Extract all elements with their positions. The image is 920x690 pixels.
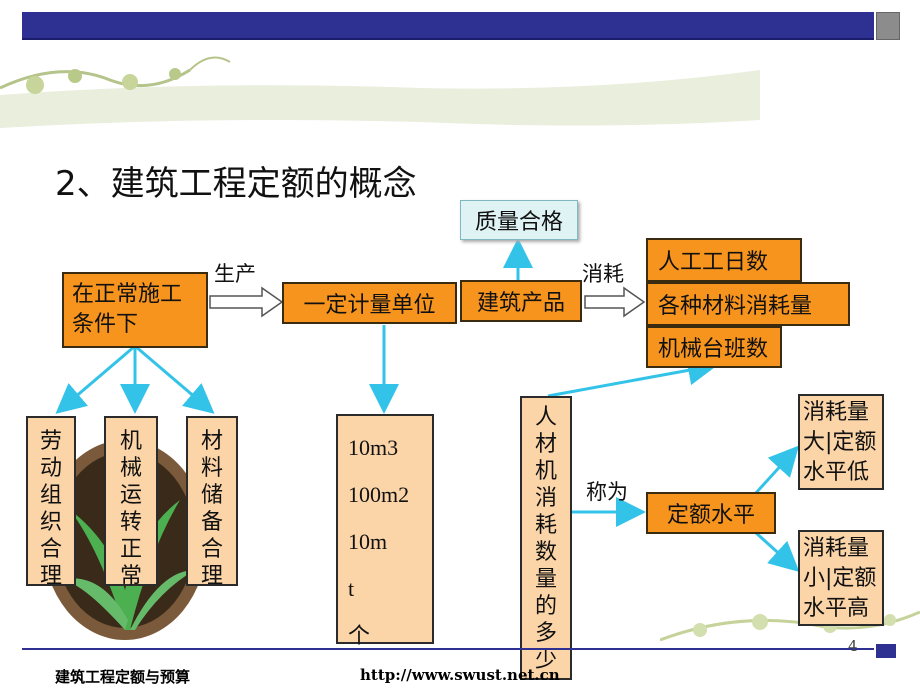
labor-organization-box: 劳动组织合理 (26, 416, 76, 589)
product-box: 建筑产品 (460, 280, 582, 322)
materials-text: 各种材料消耗量 (658, 294, 813, 319)
quality-text: 质量合格 (474, 210, 563, 235)
materials-box: 各种材料消耗量 (646, 282, 850, 326)
unit-item: t (348, 576, 355, 601)
material-reserve-text: 材料储备合理 (201, 429, 224, 589)
quality-box: 质量合格 (460, 200, 578, 240)
level-high-text: 消耗量小|定额水平高 (803, 536, 877, 621)
labor-days-text: 人工工日数 (658, 250, 769, 275)
page-number: 4 (848, 637, 858, 655)
units-box: 10m3 100m2 10m t 个 (336, 414, 434, 648)
machine-text: 机械台班数 (658, 337, 769, 362)
material-reserve-box: 材料储备合理 (186, 416, 238, 589)
normal-condition-text: 在正常施工条件下 (72, 282, 183, 337)
unit-item: 10m (348, 529, 388, 554)
header-bar (22, 12, 874, 40)
produce-label: 生产 (214, 262, 256, 286)
footer-url[interactable]: http://www.swust.net.cn (360, 666, 560, 684)
level-high-box: 消耗量小|定额水平高 (798, 530, 884, 626)
unit-item: 10m3 (348, 435, 399, 460)
level-low-text: 消耗量大|定额水平低 (803, 400, 877, 485)
labor-organization-text: 劳动组织合理 (40, 429, 63, 589)
unit-item: 100m2 (348, 482, 410, 507)
level-box: 定额水平 (646, 492, 776, 534)
level-text: 定额水平 (666, 503, 755, 528)
header-square (876, 12, 900, 40)
slide-title: 2、建筑工程定额的概念 (55, 164, 417, 204)
unit-box: 一定计量单位 (282, 282, 457, 324)
footer-course-title: 建筑工程定额与预算 (55, 668, 191, 686)
unit-text: 一定计量单位 (303, 293, 436, 318)
normal-condition-box: 在正常施工条件下 (62, 272, 208, 348)
consume-label: 消耗 (582, 262, 624, 286)
footer-square (876, 644, 896, 658)
consumption-amount-text: 人材机消耗数量的多少 (535, 405, 558, 673)
labor-days-box: 人工工日数 (646, 238, 802, 282)
consumption-amount-box: 人材机消耗数量的多少 (520, 396, 572, 680)
product-text: 建筑产品 (476, 291, 565, 316)
unit-item: 个 (348, 623, 371, 648)
machinery-running-text: 机械运转正常 (120, 429, 143, 589)
machine-box: 机械台班数 (646, 326, 782, 368)
decorative-vine-banner (0, 56, 760, 128)
level-low-box: 消耗量大|定额水平低 (798, 394, 884, 490)
called-label: 称为 (586, 480, 628, 504)
footer-bar (22, 648, 874, 650)
machinery-running-box: 机械运转正常 (104, 416, 158, 589)
